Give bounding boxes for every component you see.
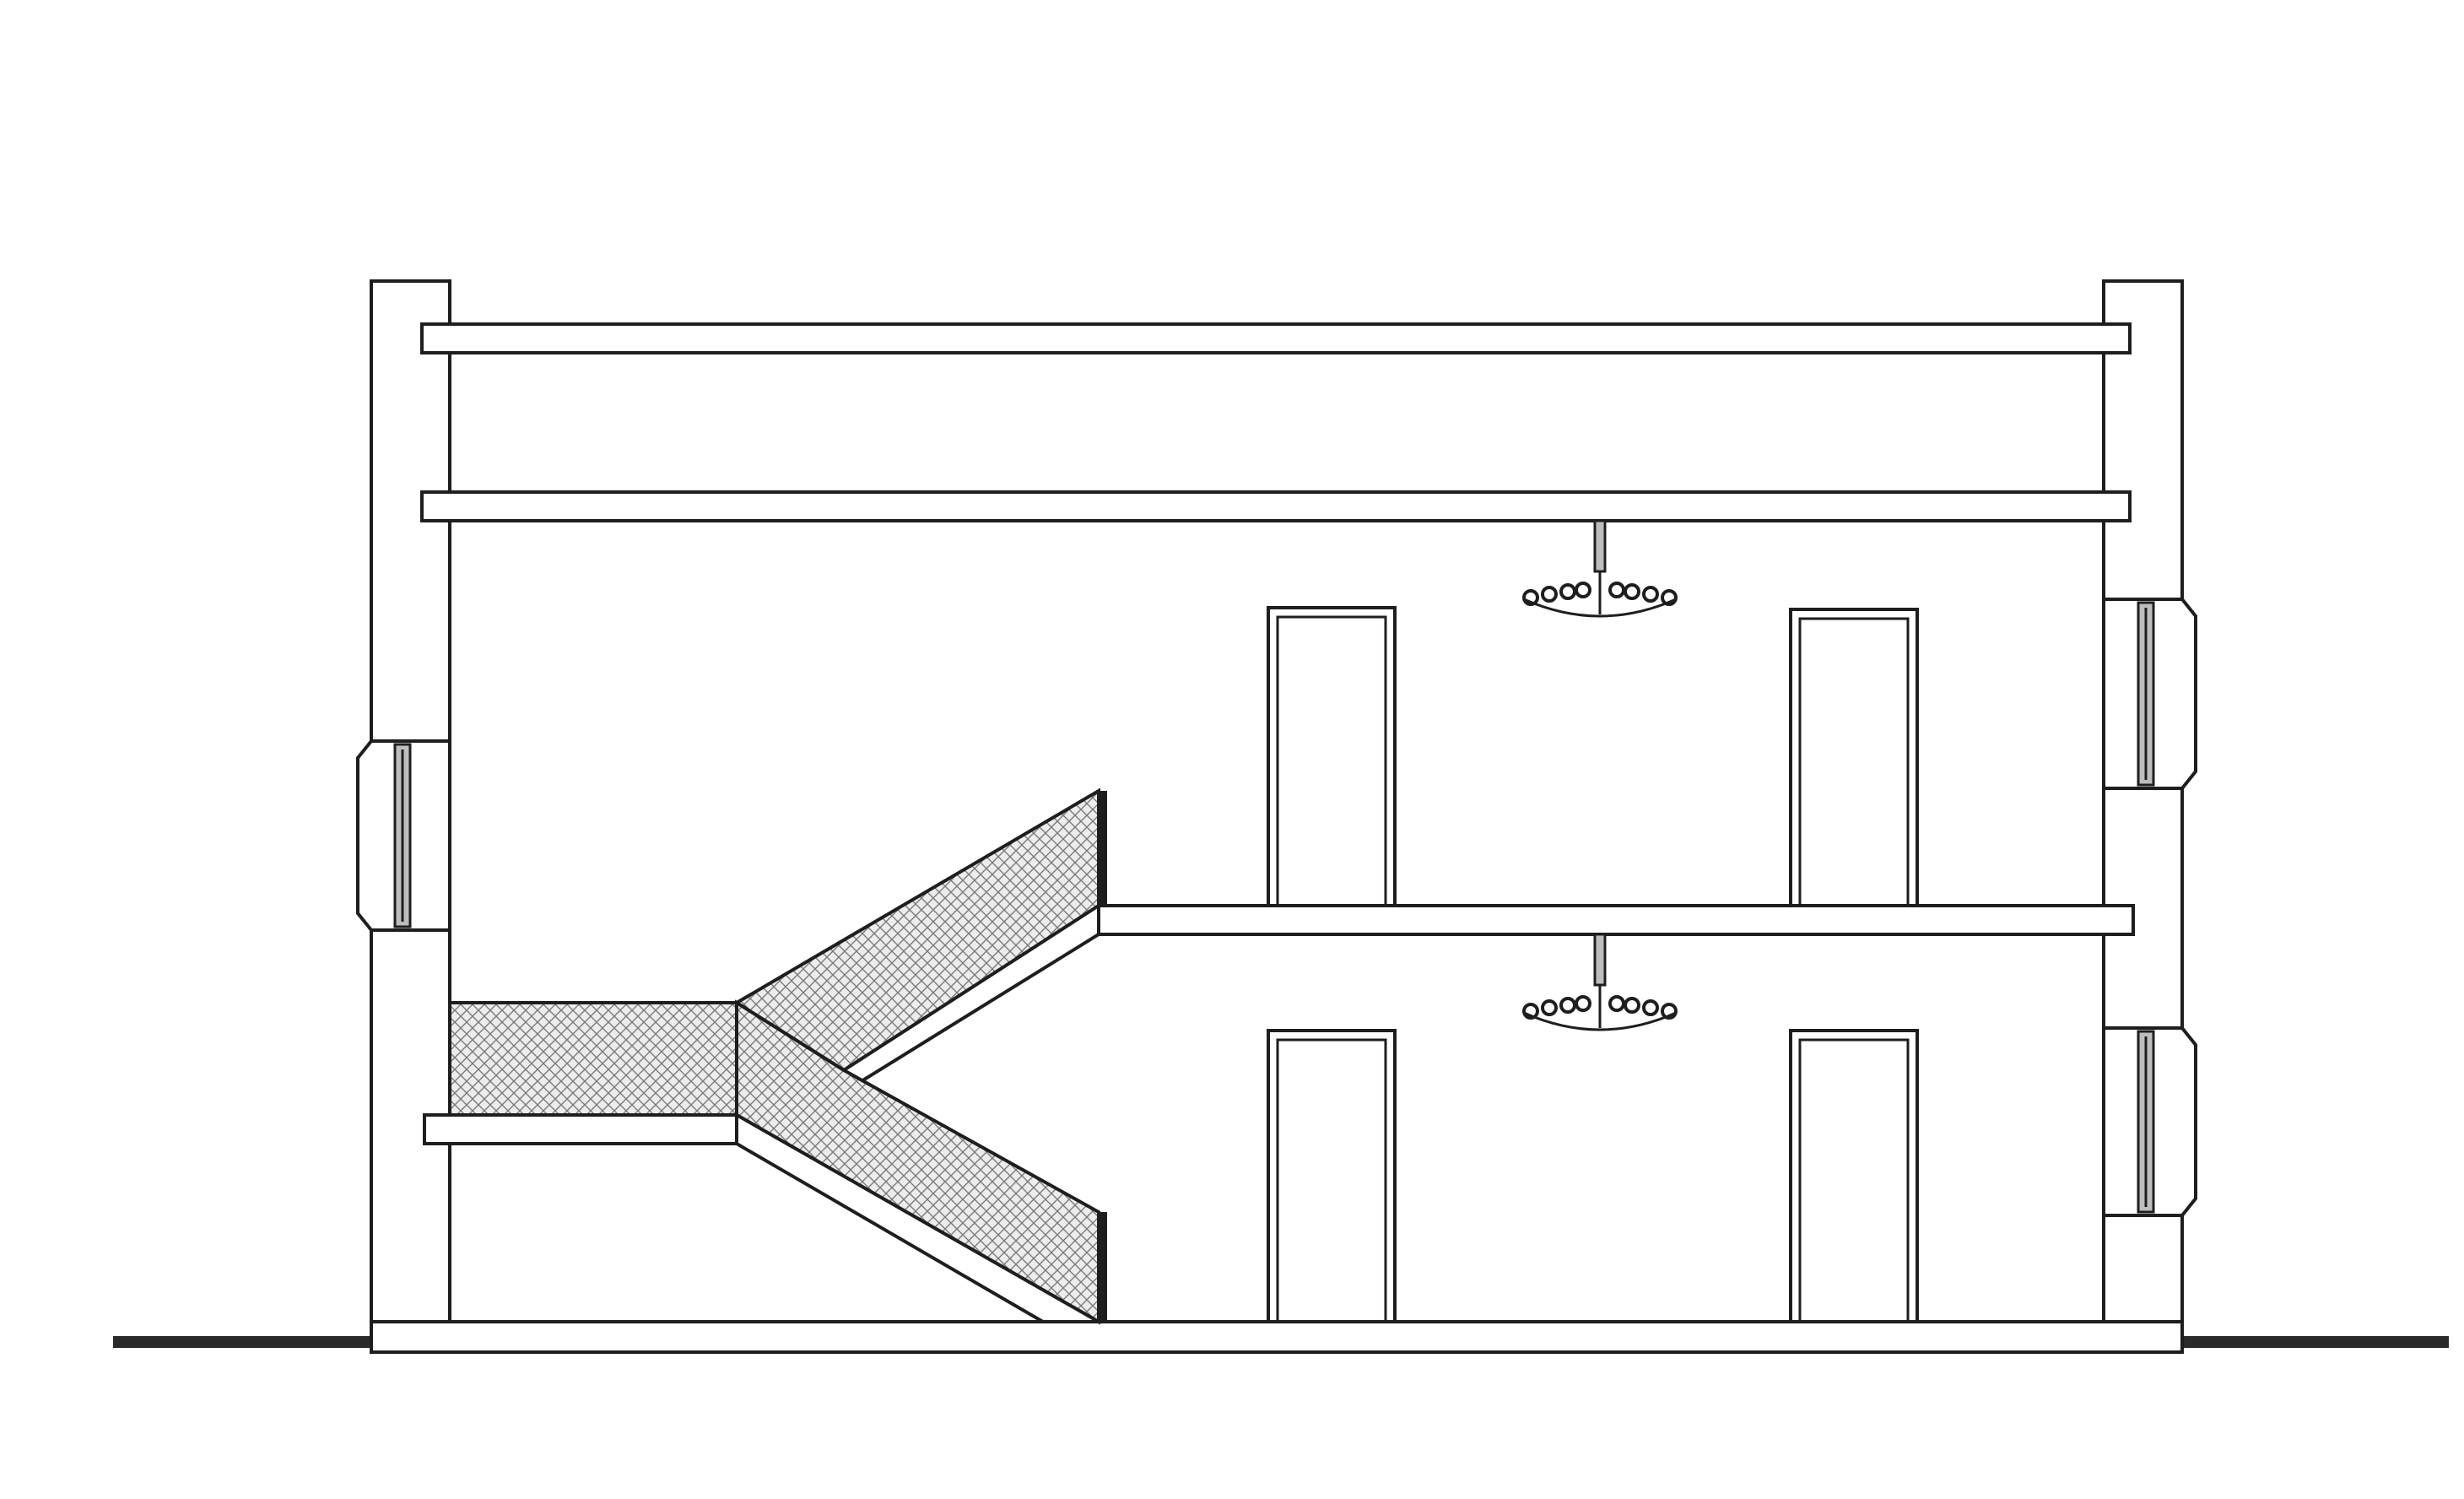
ground-door-right-leaf xyxy=(1798,1038,1910,1323)
ground-line-right xyxy=(2179,1336,2449,1348)
upper-floor-slab xyxy=(1095,904,2135,936)
chandelier-icon xyxy=(1522,519,1678,618)
door-icon xyxy=(1789,608,1919,907)
stair-landing-hatch xyxy=(448,1001,738,1117)
window-icon xyxy=(2102,1026,2197,1217)
roof-slab-ceiling xyxy=(420,490,2132,522)
foundation-slab xyxy=(370,1320,2184,1354)
stair-railing-upper xyxy=(1097,791,1107,906)
chandelier-lower-rod xyxy=(1593,933,1607,987)
chandelier-upper-rod xyxy=(1593,519,1607,573)
window-icon xyxy=(2102,598,2197,790)
ground-door-left-frame xyxy=(1267,1029,1397,1323)
stair-railing-lower xyxy=(1097,1212,1107,1322)
stair-landing-slab xyxy=(423,1113,738,1145)
window-icon xyxy=(356,739,451,932)
roof-slab-top xyxy=(420,322,2132,354)
stair-lower-flight-underside xyxy=(735,1112,1105,1323)
ground-line-left xyxy=(113,1336,373,1348)
upper-door-left-frame xyxy=(1267,606,1397,907)
ground-door-right-frame xyxy=(1789,1029,1919,1323)
chandelier-icon xyxy=(1522,933,1678,1031)
staircase-icon xyxy=(423,787,1107,1325)
upper-door-left-leaf xyxy=(1276,615,1387,907)
door-icon xyxy=(1267,1029,1397,1323)
door-icon xyxy=(1267,606,1397,907)
upper-door-right-frame xyxy=(1789,608,1919,907)
ground-door-left-leaf xyxy=(1276,1038,1387,1323)
chandelier-lower-arms xyxy=(1523,1011,1677,1031)
chandelier-upper-arms xyxy=(1523,598,1677,618)
upper-door-right-leaf xyxy=(1798,617,1910,907)
door-icon xyxy=(1789,1029,1919,1323)
